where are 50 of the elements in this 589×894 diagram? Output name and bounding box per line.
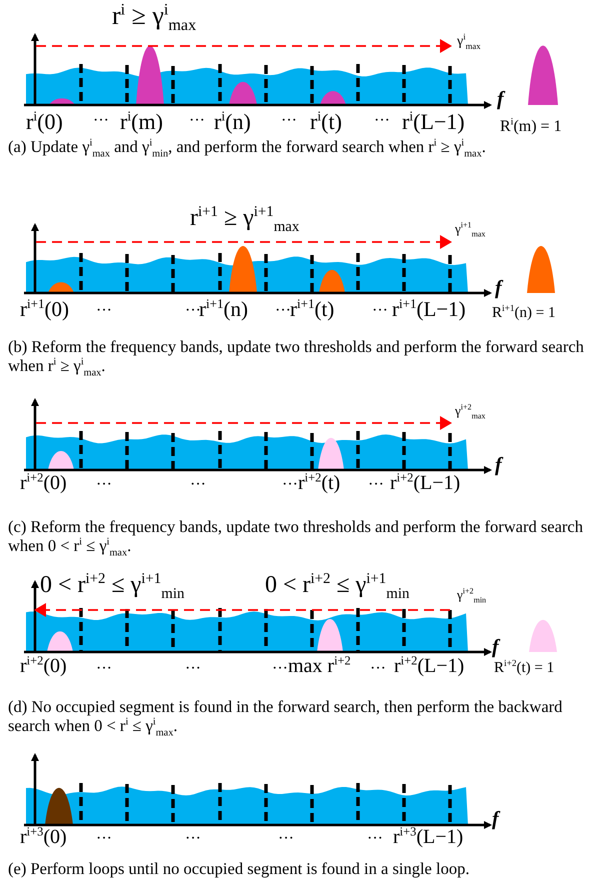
math-label: r$^{i+2}$(L−1)	[394, 655, 464, 677]
math-label: r$^{i}$(m)	[120, 110, 163, 134]
math-label: R$^{i+2}$(t) = 1	[494, 660, 554, 676]
axis-label: f	[492, 808, 499, 830]
math-label: r$^{i+1}$(L−1)	[392, 298, 466, 322]
math-label: R$^{i+1}$(n) = 1	[492, 305, 556, 322]
math-label: r$^{i+1}$(0)	[20, 298, 69, 322]
ellipsis: ···	[96, 302, 112, 320]
ellipsis: ···	[372, 302, 388, 320]
ellipsis: ···	[96, 830, 112, 848]
ellipsis: ···	[275, 302, 291, 320]
math-label: r$^{i+2}$(t)	[298, 472, 340, 494]
caption: (b) Reform the frequency bands, update two thresholds and perform the forward search when r$^{i}$ ≥ γ$^{i}$$_{max}$.	[8, 338, 585, 376]
ellipsis: ···	[370, 660, 386, 678]
math-label: r$^{i+2}$(0)	[20, 655, 67, 677]
caption: (a) Update γ$^{i}$$_{max}$ and γ$^{i}$$_{min}$, and perform the forward search when r$^{i}$ ≥ γ$^{i}$$_{max}$.	[8, 138, 487, 157]
ellipsis: ···	[93, 112, 109, 130]
axis-label: f	[497, 88, 504, 110]
math-label: r$^{i+1}$(t)	[290, 298, 334, 322]
ellipsis: ···	[367, 830, 383, 848]
axis-label: f	[492, 636, 499, 658]
ellipsis: ···	[282, 476, 298, 494]
ellipsis: ···	[278, 830, 294, 848]
ellipsis: ···	[374, 112, 390, 130]
ellipsis: ···	[189, 112, 205, 130]
ellipsis: ···	[185, 830, 201, 848]
ellipsis: ···	[272, 660, 288, 678]
math-label: r$^{i+3}$(0)	[20, 826, 67, 848]
math-label: r$^{i}$(t)	[310, 110, 342, 134]
caption: (d) No occupied segment is found in the forward search, then perform the backward search when 0 < r$^{i}$ ≤ γ$^{i}$$_{max}$.	[8, 698, 564, 736]
math-label: R$^{i}$(m) = 1	[500, 118, 562, 136]
math-label: r$^{i}$(n)	[214, 110, 251, 134]
ellipsis: ···	[96, 476, 112, 494]
caption: (c) Reform the frequency bands, update two thresholds and perform the forward search when 0 < r$^{i}$ ≤ γ$^{i}$$_{max}$.	[8, 518, 584, 556]
math-label: r$^{i}$(0)	[26, 110, 63, 134]
axis-label: f	[495, 277, 502, 299]
math-label: r$^{i+2}$(0)	[20, 472, 67, 494]
axis-label: f	[495, 454, 502, 476]
caption: (e) Perform loops until no occupied segment is found in a single loop.	[8, 860, 470, 879]
math-label: r$^{i+3}$(L−1)	[393, 826, 464, 848]
ellipsis: ···	[368, 476, 384, 494]
ellipsis: ···	[190, 476, 206, 494]
ellipsis: ···	[281, 112, 297, 130]
ellipsis: ···	[185, 660, 201, 678]
math-label: r$^{i+1}$(n)	[199, 298, 248, 322]
math-label: max r$^{i+2}$	[288, 655, 351, 677]
ellipsis: ···	[185, 302, 201, 320]
math-label: r$^{i}$(L−1)	[402, 110, 465, 134]
math-label: r$^{i+2}$(L−1)	[390, 472, 460, 494]
ellipsis: ···	[96, 660, 112, 678]
